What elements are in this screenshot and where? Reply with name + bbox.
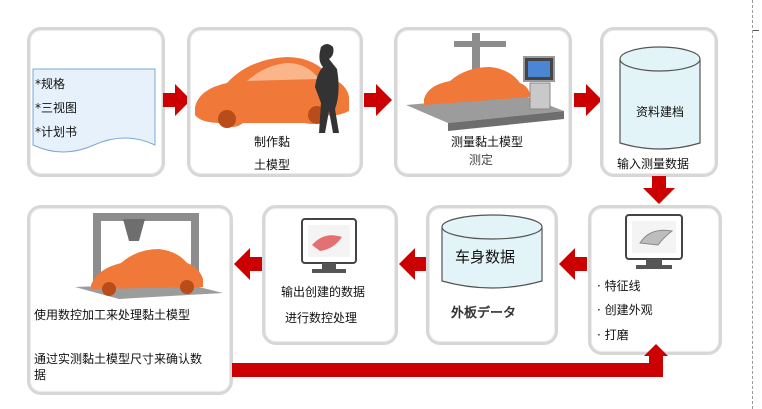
arrow-left-1 [234,248,262,280]
measuring-machine-icon [406,33,564,131]
clay-car-icon [195,44,349,133]
spec-item-specs: *规格 [35,77,66,91]
cnc-label-1: 使用数控加工来处理黏土模型 [34,308,191,322]
arrow-left-3 [559,248,587,280]
page-edge-dashed-line [752,0,753,409]
clay-model-label-2: 土模型 [254,158,291,172]
measure-label-1: 测量黏土模型 [451,135,524,149]
monitor-design-icon [301,218,357,273]
clay-model-card: 制作黏 土模型 [187,27,363,177]
cnc-label-2: 通过实测黏土模型尺寸来确认数 [34,352,203,366]
design-item-polishing: · 打磨 [597,328,629,342]
cnc-machine-icon [75,213,223,299]
measure-label-2: 测定 [469,153,494,167]
body-data-cylinder-icon [441,214,543,289]
spec-item-plan: *计划书 [35,125,78,139]
return-arrow [232,344,668,377]
spec-sheet-card: *规格 *三视图 *计划书 [27,27,165,177]
arrow-down-1 [643,176,675,204]
design-item-feature-lines: · 特征线 [597,279,641,293]
arrow-right-2 [364,84,392,116]
arrow-right-3 [574,84,602,116]
clay-model-label-1: 制作黏 [254,135,291,149]
page-edge-tick [753,30,759,31]
document-sheet-icon [32,68,156,153]
body-data-caption: 外板データ [451,306,517,321]
monitor-surface-icon [625,214,683,269]
arrow-right-1 [163,84,191,116]
body-data-cylinder-label: 车身数据 [455,248,516,266]
cnc-card: 使用数控加工来处理黏土模型 通过实测黏土模型尺寸来确认数 据 [27,205,233,395]
body-data-card: 车身数据 外板データ [426,205,558,345]
database-cylinder-icon [619,46,701,150]
output-label-2: 进行数控处理 [285,311,358,325]
archive-card: 资料建档 输入测量数据 [600,27,718,177]
output-label-1: 输出创建的数据 [281,285,366,299]
design-item-create-exterior: · 创建外观 [597,303,653,317]
archive-caption: 输入测量数据 [617,157,690,171]
measure-card: 测量黏土模型 测定 [394,27,572,177]
spec-item-views: *三视图 [35,101,78,115]
design-card: · 特征线 · 创建外观 · 打磨 [588,205,722,355]
arrow-left-2 [399,248,427,280]
cnc-label-3: 据 [34,368,47,382]
archive-cylinder-label: 资料建档 [636,105,685,119]
output-card: 输出创建的数据 进行数控处理 [262,205,398,345]
